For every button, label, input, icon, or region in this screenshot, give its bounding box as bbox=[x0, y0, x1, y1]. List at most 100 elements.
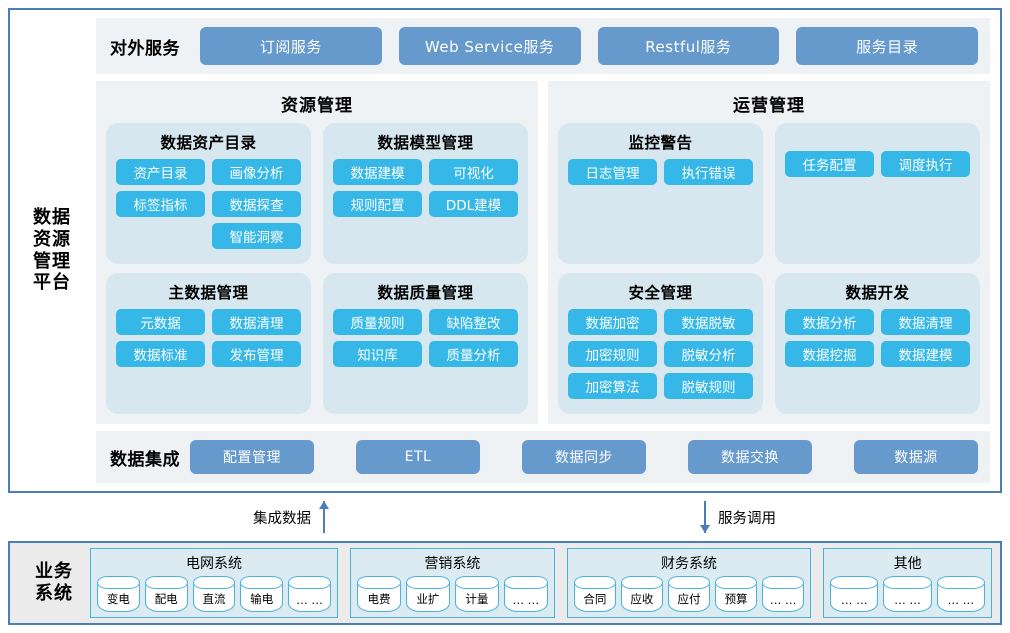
chip-spacer bbox=[116, 223, 205, 249]
integration-button[interactable]: 数据交换 bbox=[688, 440, 812, 474]
card-data-model-management: 数据模型管理 数据建模 可视化 规则配置 DDL建模 bbox=[323, 123, 528, 264]
chip[interactable]: 规则配置 bbox=[333, 191, 422, 217]
data-integration-buttons: 配置管理 ETL 数据同步 数据交换 数据源 bbox=[190, 440, 978, 474]
external-service-button[interactable]: 服务目录 bbox=[796, 27, 978, 65]
database-label: … … bbox=[296, 593, 323, 607]
database-icon[interactable]: 变电 bbox=[97, 576, 140, 612]
data-integration-row: 数据集成 配置管理 ETL 数据同步 数据交换 数据源 bbox=[96, 431, 990, 483]
chip[interactable]: DDL建模 bbox=[429, 191, 518, 217]
database-label: 预算 bbox=[724, 592, 748, 606]
database-icon[interactable]: … … bbox=[936, 576, 986, 612]
card-title: 安全管理 bbox=[628, 284, 693, 302]
chip[interactable]: 脱敏规则 bbox=[664, 373, 753, 399]
chip[interactable]: 执行错误 bbox=[664, 159, 753, 185]
card-chip-grid: 日志管理 执行错误 bbox=[568, 159, 753, 185]
integration-button[interactable]: 数据源 bbox=[854, 440, 978, 474]
card-chip-grid: 任务配置 调度执行 bbox=[785, 151, 970, 177]
database-label: 输电 bbox=[250, 592, 274, 606]
card-master-data-management: 主数据管理 元数据 数据清理 数据标准 发布管理 bbox=[106, 273, 311, 414]
database-label: 计量 bbox=[465, 592, 489, 606]
card-chip-grid: 数据分析 数据清理 数据挖掘 数据建模 bbox=[785, 309, 970, 367]
database-icon[interactable]: 计量 bbox=[454, 576, 499, 612]
card-data-asset-catalog: 数据资产目录 资产目录 画像分析 标签指标 数据探查 智能洞察 bbox=[106, 123, 311, 264]
database-label: … … bbox=[841, 593, 868, 607]
arrow-down-icon bbox=[698, 501, 712, 533]
database-label: 直流 bbox=[202, 592, 226, 606]
database-list: 电费 业扩 计量 … … bbox=[357, 576, 548, 612]
database-icon[interactable]: 应收 bbox=[620, 576, 664, 612]
chip[interactable]: 资产目录 bbox=[116, 159, 205, 185]
card-chip-grid: 数据加密 数据脱敏 加密规则 脱敏分析 加密算法 脱敏规则 bbox=[568, 309, 753, 399]
integration-button[interactable]: 数据同步 bbox=[522, 440, 646, 474]
database-icon[interactable]: 应付 bbox=[667, 576, 711, 612]
database-icon[interactable]: 配电 bbox=[144, 576, 188, 612]
chip[interactable]: 数据脱敏 bbox=[664, 309, 753, 335]
chip[interactable]: 数据清理 bbox=[212, 309, 301, 335]
chip[interactable]: 质量分析 bbox=[429, 341, 518, 367]
database-label: … … bbox=[512, 593, 540, 607]
card-data-development: 数据开发 数据分析 数据清理 数据挖掘 数据建模 bbox=[775, 273, 980, 414]
chip[interactable]: 数据建模 bbox=[881, 341, 970, 367]
external-service-button[interactable]: Restful服务 bbox=[597, 27, 780, 65]
chip[interactable]: 元数据 bbox=[116, 309, 205, 335]
chip[interactable]: 数据加密 bbox=[568, 309, 657, 335]
integration-button[interactable]: 配置管理 bbox=[190, 440, 314, 474]
management-panels: 资源管理 数据资产目录 资产目录 画像分析 标签指标 数据探查 智能洞察 bbox=[96, 81, 990, 424]
connector-label: 服务调用 bbox=[718, 510, 776, 527]
chip[interactable]: 标签指标 bbox=[116, 191, 205, 217]
integration-button[interactable]: ETL bbox=[356, 440, 480, 474]
card-title: 主数据管理 bbox=[168, 284, 249, 302]
database-icon[interactable]: … … bbox=[503, 576, 548, 612]
database-icon[interactable]: … … bbox=[288, 576, 331, 612]
database-label: 应付 bbox=[677, 592, 701, 606]
database-icon[interactable]: 业扩 bbox=[405, 576, 450, 612]
chip[interactable]: 加密规则 bbox=[568, 341, 657, 367]
database-icon[interactable]: … … bbox=[883, 576, 933, 612]
chip[interactable]: 任务配置 bbox=[785, 151, 874, 177]
chip[interactable]: 画像分析 bbox=[212, 159, 301, 185]
chip[interactable]: 脱敏分析 bbox=[664, 341, 753, 367]
database-icon[interactable]: 电费 bbox=[357, 576, 401, 612]
chip[interactable]: 数据建模 bbox=[333, 159, 422, 185]
chip[interactable]: 数据探查 bbox=[212, 191, 301, 217]
group-title: 电网系统 bbox=[186, 556, 242, 572]
card-title: 数据质量管理 bbox=[377, 284, 474, 302]
chip[interactable]: 数据分析 bbox=[785, 309, 874, 335]
database-label: 应收 bbox=[630, 592, 654, 606]
chip[interactable]: 缺陷整改 bbox=[429, 309, 518, 335]
chip[interactable]: 加密算法 bbox=[568, 373, 657, 399]
database-icon[interactable]: … … bbox=[762, 576, 805, 612]
database-icon[interactable]: 预算 bbox=[715, 576, 758, 612]
external-services-buttons: 订阅服务 Web Service服务 Restful服务 服务目录 bbox=[200, 27, 978, 65]
chip[interactable]: 日志管理 bbox=[568, 159, 657, 185]
chip[interactable]: 数据标准 bbox=[116, 341, 205, 367]
connector-layer: 集成数据 服务调用 bbox=[8, 493, 1002, 541]
database-icon[interactable]: … … bbox=[830, 576, 879, 612]
chip[interactable]: 知识库 bbox=[333, 341, 422, 367]
platform-title: 数据资源管理平台 bbox=[33, 206, 71, 294]
chip[interactable]: 质量规则 bbox=[333, 309, 422, 335]
chip[interactable]: 智能洞察 bbox=[212, 223, 301, 249]
database-label: 合同 bbox=[583, 592, 607, 606]
chip[interactable]: 调度执行 bbox=[881, 151, 970, 177]
business-group-finance: 财务系统 合同 应收 应付 预算 … … bbox=[566, 548, 812, 618]
chip[interactable]: 数据清理 bbox=[881, 309, 970, 335]
card-chip-grid: 元数据 数据清理 数据标准 发布管理 bbox=[116, 309, 301, 367]
group-title: 财务系统 bbox=[661, 556, 717, 572]
panel-operations-management: 运营管理 监控警告 日志管理 执行错误 任务配置 bbox=[548, 81, 990, 424]
chip[interactable]: 可视化 bbox=[429, 159, 518, 185]
business-group-other: 其他 … … … … … … bbox=[823, 548, 992, 618]
external-service-button[interactable]: Web Service服务 bbox=[398, 27, 581, 65]
chip[interactable]: 数据挖掘 bbox=[785, 341, 874, 367]
database-icon[interactable]: 合同 bbox=[573, 576, 616, 612]
panel-resource-management: 资源管理 数据资产目录 资产目录 画像分析 标签指标 数据探查 智能洞察 bbox=[96, 81, 538, 424]
connector-service-invocation: 服务调用 bbox=[698, 501, 776, 533]
database-icon[interactable]: 直流 bbox=[192, 576, 236, 612]
panel-card-grid: 数据资产目录 资产目录 画像分析 标签指标 数据探查 智能洞察 bbox=[106, 123, 528, 414]
database-label: … … bbox=[947, 593, 975, 607]
database-icon[interactable]: 输电 bbox=[240, 576, 284, 612]
card-title: 数据模型管理 bbox=[377, 134, 474, 152]
external-service-button[interactable]: 订阅服务 bbox=[200, 27, 382, 65]
chip[interactable]: 发布管理 bbox=[212, 341, 301, 367]
